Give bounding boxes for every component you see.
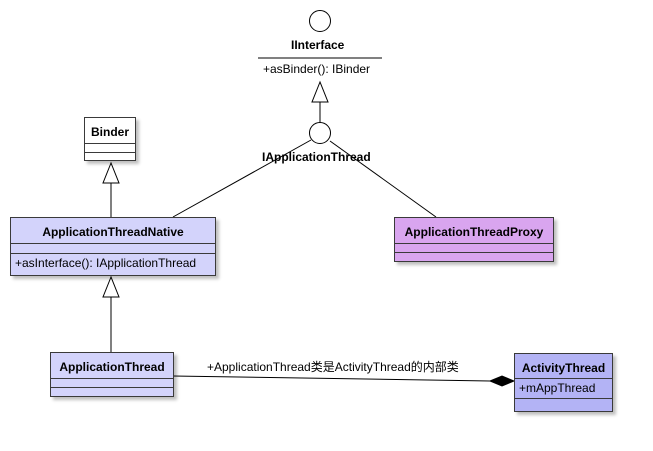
iinterface-operation: +asBinder(): IBinder xyxy=(263,62,371,76)
class-applicationthread-attributes xyxy=(51,379,173,388)
class-applicationthreadnative-attributes xyxy=(11,244,215,254)
class-activitythread-name: ActivityThread xyxy=(515,354,612,379)
generalization-arrowhead-binder xyxy=(102,161,120,184)
class-applicationthread-name: ApplicationThread xyxy=(51,353,173,379)
generalization-arrowhead-iinterface xyxy=(311,80,329,103)
class-activitythread-operations xyxy=(515,399,612,409)
composition-diamond xyxy=(488,375,516,387)
class-applicationthreadnative: ApplicationThreadNative +asInterface(): … xyxy=(10,217,216,276)
class-binder-operations xyxy=(85,153,135,161)
realization-native xyxy=(172,139,312,218)
iinterface-name: IInterface xyxy=(291,38,345,52)
class-applicationthreadproxy-name: ApplicationThreadProxy xyxy=(395,218,553,244)
class-applicationthread-operations xyxy=(51,388,173,396)
generalization-arrowhead-native xyxy=(102,275,120,298)
iinterface-circle xyxy=(309,10,331,32)
composition-line xyxy=(172,375,491,382)
class-applicationthreadnative-name: ApplicationThreadNative xyxy=(11,218,215,244)
class-applicationthread: ApplicationThread xyxy=(50,352,174,397)
class-activitythread-attribute: +mAppThread xyxy=(515,379,612,399)
class-binder-name: Binder xyxy=(85,118,135,144)
iapplicationthread-name: IApplicationThread xyxy=(262,150,371,164)
class-applicationthreadproxy: ApplicationThreadProxy xyxy=(394,217,554,262)
class-applicationthreadnative-operation: +asInterface(): IApplicationThread xyxy=(15,256,197,270)
class-binder: Binder xyxy=(84,117,136,161)
class-applicationthreadproxy-operations xyxy=(395,253,553,261)
realization-proxy xyxy=(329,140,437,218)
class-binder-attributes xyxy=(85,144,135,153)
class-activitythread: ActivityThread +mAppThread xyxy=(514,353,613,412)
composition-label: +ApplicationThread类是ActivityThread的内部类 xyxy=(207,360,459,374)
iapplicationthread-circle xyxy=(309,122,331,144)
class-applicationthreadproxy-attributes xyxy=(395,244,553,253)
